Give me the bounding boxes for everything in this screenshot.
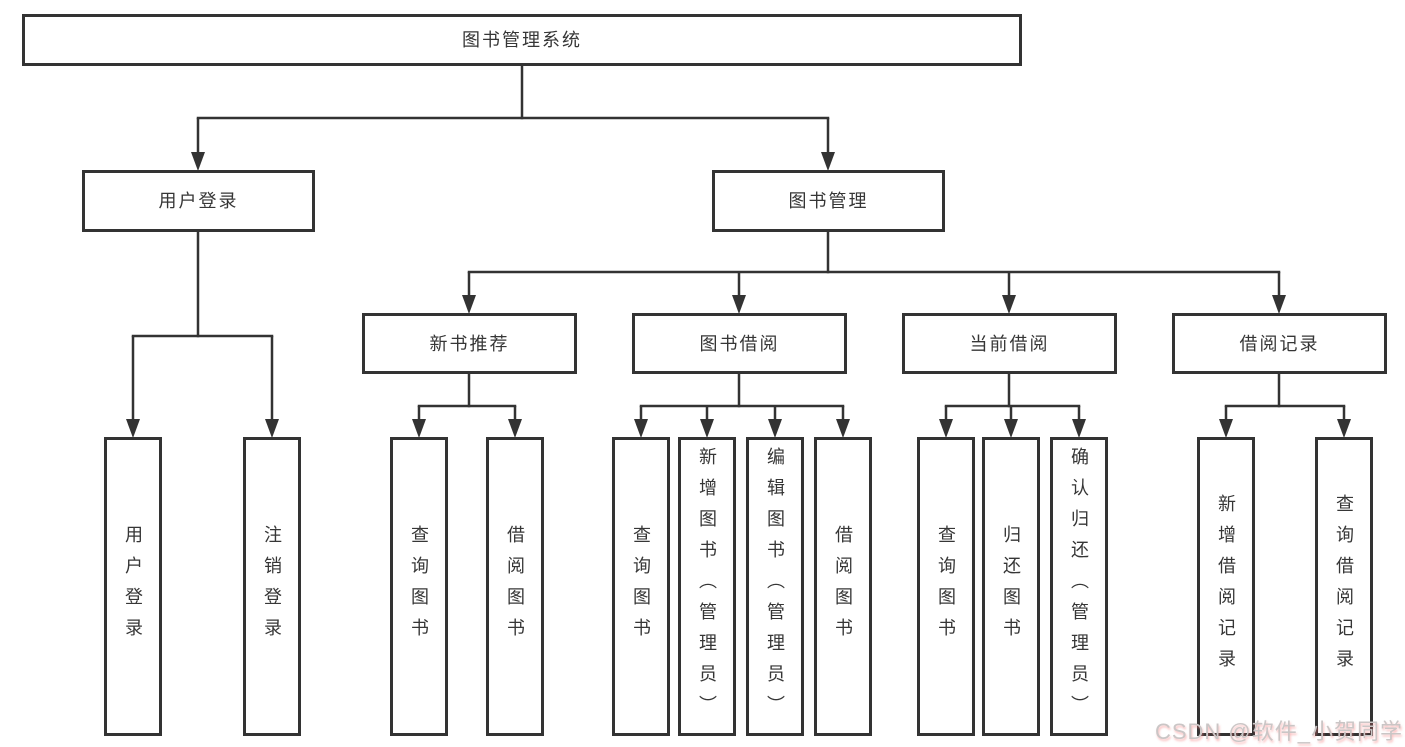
watermark: CSDN @软件_小贺同学	[1154, 719, 1403, 744]
node-label: 查询图书	[631, 524, 651, 649]
leaf-current-confirm-return-admin: 确认归还（管理员）	[1050, 437, 1108, 736]
leaf-logout: 注销登录	[243, 437, 301, 736]
leaf-newbook-query-books: 查询图书	[390, 437, 448, 736]
connector-userlogin-to-leaves	[126, 232, 279, 438]
connector-records-to-leaves	[1219, 374, 1351, 438]
node-label: 图书管理	[788, 191, 869, 211]
node-book-management: 图书管理	[712, 170, 945, 232]
connector-current-to-leaves	[939, 374, 1086, 438]
leaf-borrowing-query-books: 查询图书	[612, 437, 670, 736]
leaf-borrowing-borrow-books: 借阅图书	[814, 437, 872, 736]
node-label: 图书管理系统	[462, 30, 582, 50]
connector-newbook-to-leaves	[412, 374, 522, 438]
node-label: 归还图书	[1001, 524, 1021, 649]
node-label: 用户登录	[158, 191, 239, 211]
node-label: 新书推荐	[429, 333, 510, 354]
node-label: 查询图书	[936, 524, 956, 649]
node-label: 确认归还（管理员）	[1069, 447, 1089, 726]
node-borrow-records: 借阅记录	[1172, 313, 1387, 374]
node-library-system: 图书管理系统	[22, 14, 1022, 66]
node-new-book-recommend: 新书推荐	[362, 313, 577, 374]
leaf-newbook-borrow-books: 借阅图书	[486, 437, 544, 736]
node-label: 查询图书	[409, 524, 429, 649]
leaf-current-return-books: 归还图书	[982, 437, 1040, 736]
node-user-login-branch: 用户登录	[82, 170, 315, 232]
node-book-borrowing: 图书借阅	[632, 313, 847, 374]
node-current-borrowing: 当前借阅	[902, 313, 1117, 374]
leaf-user-login: 用户登录	[104, 437, 162, 736]
node-label: 用户登录	[123, 524, 143, 649]
connector-borrowing-to-leaves	[634, 374, 850, 438]
leaf-current-query-books: 查询图书	[917, 437, 975, 736]
node-label: 借阅记录	[1239, 333, 1320, 354]
node-label: 查询借阅记录	[1334, 493, 1354, 680]
node-label: 借阅图书	[833, 524, 853, 649]
node-label: 图书借阅	[699, 333, 780, 354]
node-label: 当前借阅	[969, 333, 1050, 354]
leaf-borrowing-edit-books-admin: 编辑图书（管理员）	[746, 437, 804, 736]
node-label: 新增借阅记录	[1216, 493, 1236, 680]
connector-root-to-level2	[191, 66, 835, 171]
connector-mgmt-to-level3	[462, 232, 1286, 314]
leaf-records-query-record: 查询借阅记录	[1315, 437, 1373, 736]
node-label: 新增图书（管理员）	[697, 447, 717, 726]
node-label: 注销登录	[262, 524, 282, 649]
node-label: 编辑图书（管理员）	[765, 447, 785, 726]
node-label: 借阅图书	[505, 524, 525, 649]
leaf-records-add-record: 新增借阅记录	[1197, 437, 1255, 736]
leaf-borrowing-add-books-admin: 新增图书（管理员）	[678, 437, 736, 736]
